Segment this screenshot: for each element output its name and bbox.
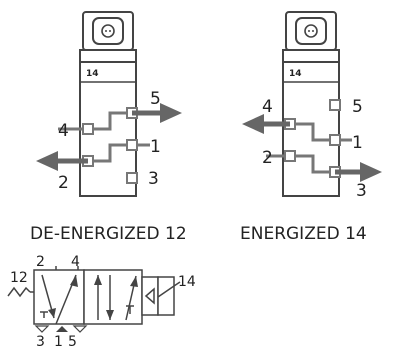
symbol-position-right	[83, 269, 143, 325]
symbol-port-3: 3	[36, 334, 45, 350]
arrow-to-3	[335, 162, 382, 182]
arrow-to-4	[242, 114, 290, 134]
port-2-square	[284, 150, 296, 162]
port-label-1: 1	[150, 137, 161, 157]
flow-paths	[58, 111, 150, 163]
port-label-3: 3	[148, 169, 159, 189]
port-1-square	[329, 134, 341, 146]
valve-energized: 14 4 5 1 2 3	[242, 11, 382, 201]
port-label-5: 5	[352, 97, 363, 117]
symbol-label-14: 14	[178, 274, 196, 290]
port-label-3: 3	[356, 181, 367, 201]
solenoid-coil	[282, 11, 340, 63]
port-label-2: 2	[58, 173, 69, 193]
spring-icon	[7, 286, 31, 298]
symbol-label-12: 12	[10, 270, 28, 286]
symbol-port-1: 1	[54, 334, 63, 350]
symbol-port-2: 2	[36, 254, 45, 270]
valve-badge: 14	[289, 69, 302, 79]
iso-valve-symbol: 12 14	[7, 254, 196, 350]
symbol-port-4: 4	[71, 254, 80, 270]
caption-energized: ENERGIZED 14	[240, 224, 367, 244]
solenoid-coil	[79, 11, 137, 63]
symbol-port-5: 5	[68, 334, 77, 350]
solenoid-icon	[157, 276, 175, 316]
port-1-square	[126, 139, 138, 151]
port-label-2: 2	[262, 148, 273, 168]
port-label-5: 5	[150, 89, 161, 109]
port-label-4: 4	[262, 97, 273, 117]
valve-badge: 14	[86, 69, 99, 79]
port-3-square	[126, 172, 138, 184]
valve-de-energized: 14 4 5 1 2 3	[36, 11, 182, 197]
port-label-4: 4	[58, 121, 69, 141]
arrow-to-2	[36, 151, 88, 171]
port-4-square	[82, 123, 94, 135]
arrow-to-5	[132, 103, 182, 123]
port-label-1: 1	[352, 133, 363, 153]
port-5-square	[329, 99, 341, 111]
caption-de-energized: DE-ENERGIZED 12	[30, 224, 187, 244]
